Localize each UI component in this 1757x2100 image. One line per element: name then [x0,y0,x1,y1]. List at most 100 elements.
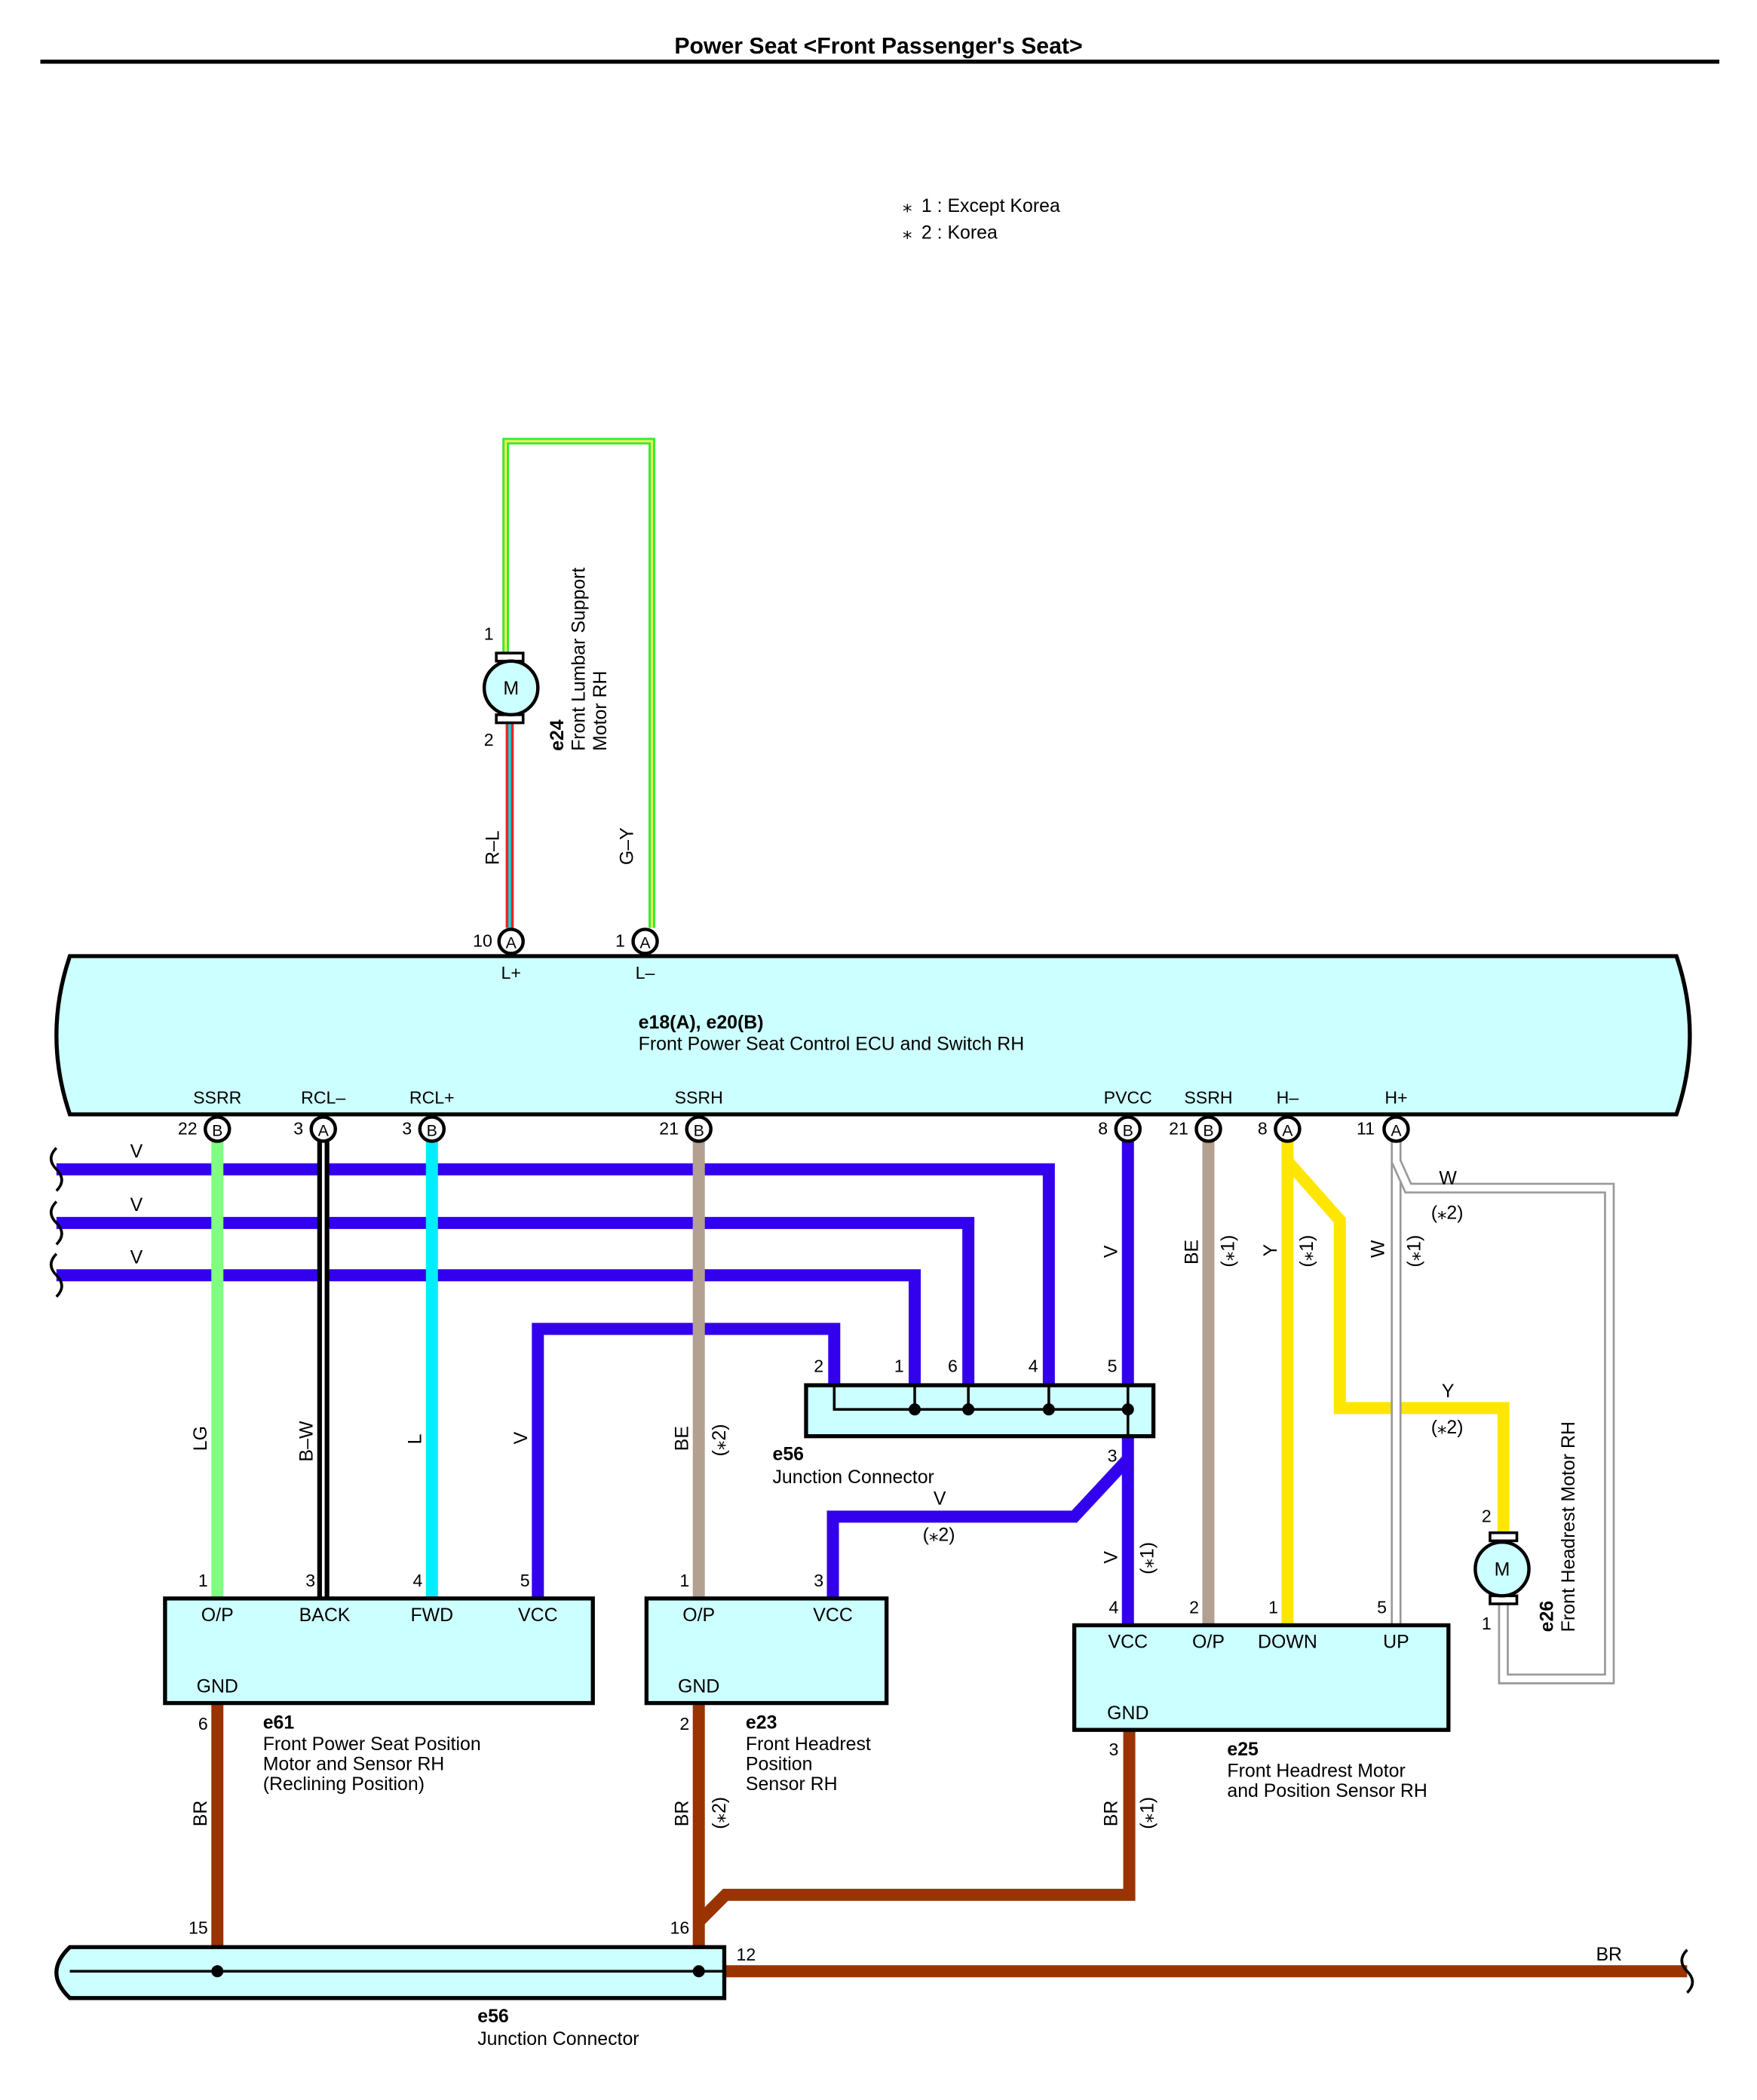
e24-desc1: Front Lumbar Support [569,567,590,750]
wire-color-v: V [130,1141,143,1162]
e24-label: e24 Front Lumbar Support Motor RH [547,567,611,750]
e25-pin-num: 2 [1189,1597,1199,1617]
e25-pin-sig: O/P [1192,1632,1225,1653]
wire-color-be: BE [1181,1240,1202,1265]
wire-color-br: BR [190,1801,211,1827]
pin-conn-letter: A [506,934,517,952]
junction-connector-e56-mid: 2 1 6 4 5 3 e56 Junction Connector [773,1356,1156,1488]
e23-desc: Sensor RH [746,1774,838,1795]
jc-pin: 12 [736,1945,756,1964]
pin-number: 3 [402,1119,412,1139]
pin-number: 8 [1258,1119,1268,1139]
e23-pin-sig: VCC [813,1605,853,1626]
wire-v-2 [56,1216,975,1387]
e24-pin1: 1 [484,624,494,643]
e23-pin-num: 1 [679,1571,689,1590]
wire-w-korea [1391,1159,1615,1685]
wire-v-vcc [532,1323,841,1600]
pin-conn-letter: B [694,1121,704,1139]
wire-color-v: V [1101,1245,1122,1258]
pin-signal: L+ [501,963,521,983]
jc-pin: 4 [1029,1356,1038,1375]
jc-pin: 5 [1108,1356,1118,1375]
e23-pin-sig: O/P [682,1605,715,1626]
wire-color-r-l: R–L [483,830,504,865]
break-marks [49,1147,1694,1994]
wire-note: (⁎1) [1137,1542,1158,1574]
e24-motor-label: M [503,678,519,699]
pin-signal: SSRH [1184,1088,1232,1108]
ecu-pin: A 11 H+ [1357,1088,1410,1143]
e24-pin2: 2 [484,730,494,750]
wire-note: (⁎2) [709,1424,730,1457]
pin-number: 22 [178,1119,198,1139]
motor-icon [1473,1540,1531,1598]
jc-code: e56 [773,1444,805,1465]
wire-color-b-w: B–W [296,1421,317,1461]
e23-desc: Front Headrest [746,1734,871,1755]
wire-v-3 [56,1269,921,1387]
pin-number: 1 [615,931,625,951]
jc-pin: 2 [814,1356,823,1375]
ecu-pin: B 22 SSRR [178,1088,241,1143]
wire-note: (⁎2) [1431,1203,1464,1224]
wire-color-g-y: G–Y [617,827,638,865]
pin-number: 3 [293,1119,303,1139]
jc-desc: Junction Connector [773,1467,934,1488]
e61-desc: (Reclining Position) [263,1774,425,1795]
pin-signal: L– [636,963,655,983]
note-mark: ⁎ [903,195,912,216]
pin-conn-letter: B [1123,1121,1133,1139]
note-2: 2 : Korea [921,222,998,244]
ecu-bottom-pins: B 22 SSRR A 3 RCL– B 3 RCL+ B 21 SSRH B … [178,1088,1410,1143]
wire-color-v: V [511,1431,532,1444]
pin-number: 10 [473,931,492,951]
jc-code: e56 [477,2006,509,2027]
e26-motor-label: M [1495,1559,1510,1580]
pin-conn-letter: A [639,934,651,952]
e23-gnd: GND [678,1675,719,1697]
wire-v-e23 [826,1455,1133,1600]
e23-desc: Position [746,1754,813,1775]
pin-number: 21 [659,1119,679,1139]
note-mark: ⁎ [903,222,912,244]
pin-signal: SSRR [193,1088,241,1108]
wire-note: (⁎1) [1403,1235,1424,1268]
wire-color-v: V [934,1488,946,1509]
pin-conn-letter: A [1282,1121,1293,1139]
wire-color-br: BR [1596,1944,1622,1965]
jc-pin: 1 [894,1356,904,1375]
motor-icon [482,659,540,717]
pin-signal: H– [1277,1088,1299,1108]
e61-gnd: GND [197,1675,238,1697]
note-1: 1 : Except Korea [921,195,1060,216]
ecu-pin: A 3 RCL– [293,1088,345,1143]
wire-color-v: V [130,1194,143,1216]
wire-y-korea [1283,1157,1510,1533]
pin-number: 8 [1098,1119,1108,1139]
wire-note: (⁎1) [1137,1797,1158,1829]
jc-pin: 16 [670,1918,690,1937]
ecu-top-pin: A 10 L+ [473,927,525,983]
e25-pin-num: 5 [1377,1597,1387,1617]
e26-pin-top: 2 [1482,1507,1492,1526]
pin-conn-letter: A [318,1121,330,1139]
e24-desc2: Motor RH [590,670,611,750]
e25-desc: and Position Sensor RH [1227,1780,1427,1801]
e25-pin-num: 4 [1108,1597,1118,1617]
e25-pin-sig: UP [1383,1632,1409,1653]
wire-v-1 [56,1163,1055,1387]
wire-color-w: W [1439,1167,1457,1188]
junction-connector-e56-bottom: 15 16 12 e56 Junction Connector [54,1918,756,2049]
wire-color-v: V [130,1246,143,1268]
e61-pin-sig: VCC [518,1605,558,1626]
e61-pin-num: 1 [198,1571,208,1590]
component-e26: M 2 1 e26 Front Headrest Motor RH [1473,1421,1579,1633]
jc-pin: 3 [1108,1445,1118,1465]
e23-code: e23 [746,1712,777,1733]
e61-desc: Motor and Sensor RH [263,1754,445,1775]
e25-gnd: GND [1107,1703,1148,1724]
pin-signal: RCL+ [409,1088,455,1108]
e61-pin-num: 3 [305,1571,315,1590]
pin-conn-letter: B [427,1121,437,1139]
